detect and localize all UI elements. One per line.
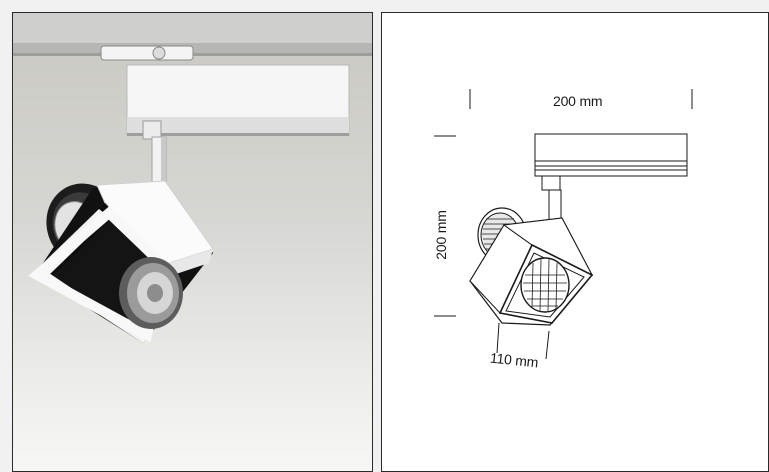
height-dimension-label: 200 mm: [433, 210, 449, 260]
track-spotlight-photo: [13, 13, 372, 343]
product-photo-panel: [12, 12, 373, 472]
width-dimension-label: 200 mm: [553, 93, 603, 109]
dimension-drawing-panel: 200 mm 200 mm 110 mm: [381, 12, 769, 472]
track-spotlight-line-drawing: [434, 89, 693, 360]
